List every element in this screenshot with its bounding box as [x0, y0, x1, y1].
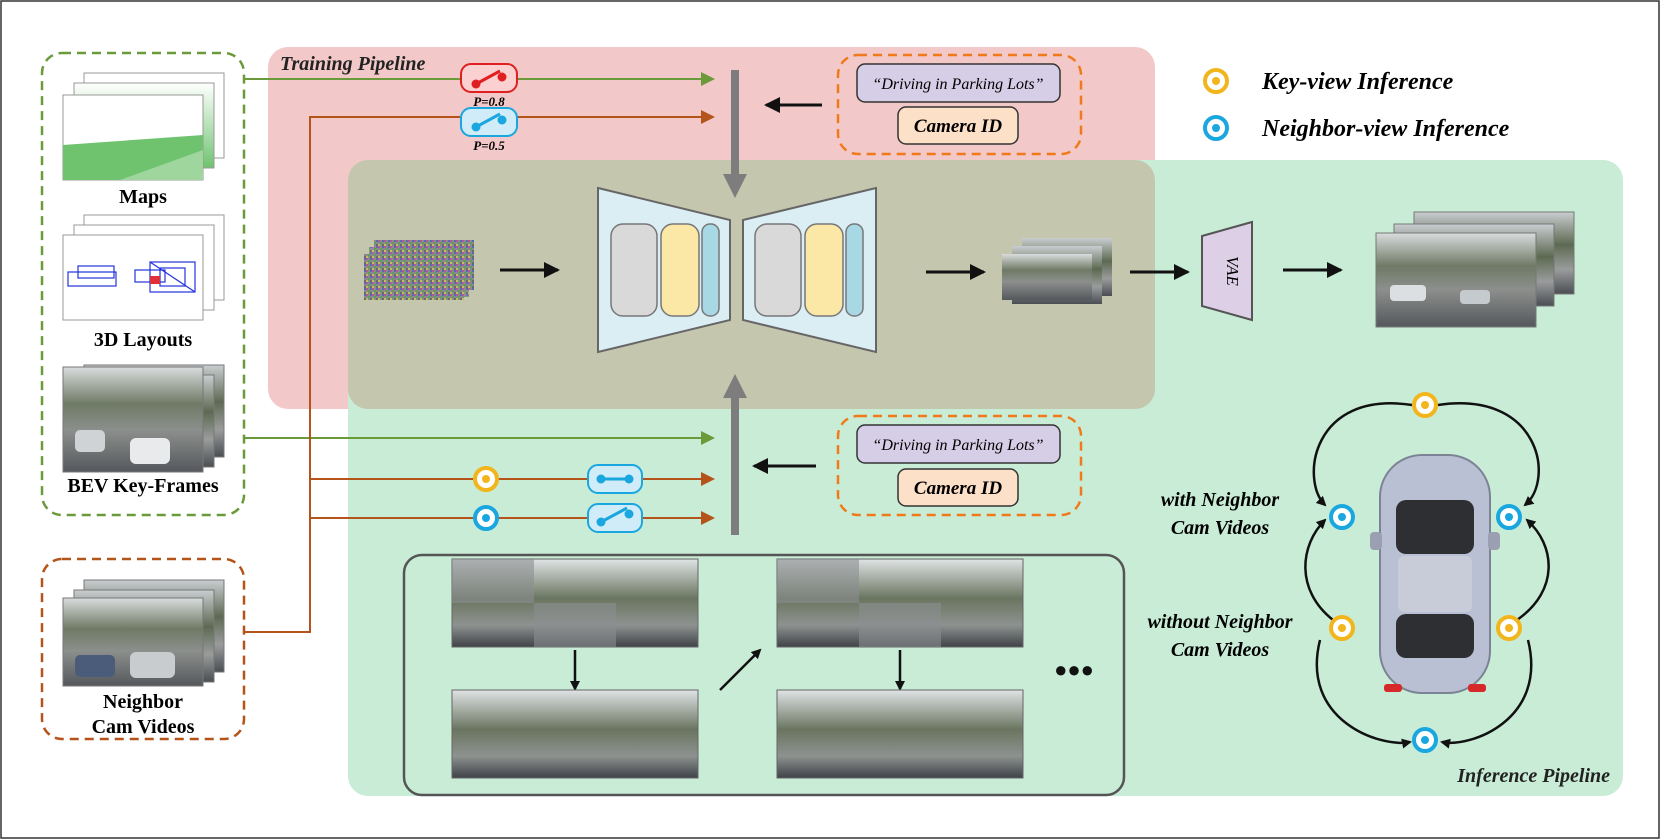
legend-neighbor-label: Neighbor-view Inference: [1261, 116, 1510, 142]
legend-key-label: Key-view Inference: [1261, 69, 1454, 95]
neighbor-box: [40, 557, 246, 741]
noise-latents: [364, 240, 474, 300]
maps-image-stack: [62, 72, 225, 181]
layouts-image-stack: [62, 214, 225, 321]
arc-front-right: [1437, 402, 1540, 507]
conditions-box: [40, 51, 246, 517]
car-neighbor-marker-right: [1496, 504, 1522, 530]
legend-key-marker: [1203, 68, 1229, 94]
arc-front-left: [1312, 402, 1413, 507]
car-neighbor-marker-rear: [1412, 727, 1438, 753]
arc-left-down: [1315, 639, 1412, 749]
multiview-frame-3: [776, 558, 1024, 648]
car-key-marker-left: [1329, 615, 1355, 641]
inference-pipeline-title: Inference Pipeline: [1456, 765, 1610, 787]
switch-open: [587, 503, 643, 533]
text-prompt-top: [856, 63, 1061, 103]
car-neighbor-marker-left: [1329, 504, 1355, 530]
text-prompt-top-label: “Driving in Parking Lots”: [872, 76, 1043, 93]
legend-neighbor-marker: [1203, 115, 1229, 141]
with-neighbor-label-1: with Neighbor: [1161, 489, 1280, 511]
multiview-frame-4: [776, 689, 1024, 779]
video-grid-panel: [402, 553, 1126, 797]
unet-model: [597, 186, 877, 354]
without-neighbor-label-2: Cam Videos: [1171, 639, 1270, 661]
vae-label: VAE: [1223, 256, 1242, 287]
without-neighbor-label-1: without Neighbor: [1147, 611, 1292, 633]
ellipsis: ●●●: [1054, 657, 1094, 682]
camera-id-top: [897, 106, 1019, 145]
latent-output: [1002, 238, 1112, 304]
maps-label: Maps: [119, 186, 167, 208]
arc-left-up: [1304, 518, 1334, 621]
with-neighbor-label-2: Cam Videos: [1171, 517, 1270, 539]
switch-blue-top: [460, 107, 518, 137]
keyframes-image-stack: [62, 364, 225, 473]
grid-arrow-diag: [719, 648, 762, 691]
car-key-marker-right: [1496, 615, 1522, 641]
arc-right-up: [1516, 518, 1550, 622]
keyframes-label: BEV Key-Frames: [67, 475, 218, 497]
key-view-marker-arrow: [473, 466, 499, 492]
camera-id-bottom: [897, 468, 1019, 507]
vae-block: [1201, 220, 1253, 322]
neighbor-view-marker-arrow: [473, 505, 499, 531]
layouts-label: 3D Layouts: [94, 329, 193, 351]
car-key-marker-front: [1412, 392, 1438, 418]
prompt-box-top: [836, 53, 1083, 156]
camera-id-top-label: Camera ID: [914, 116, 1002, 137]
camera-id-bottom-label: Camera ID: [914, 478, 1002, 499]
text-prompt-bottom-label: “Driving in Parking Lots”: [872, 437, 1043, 454]
neighbor-image-stack: [62, 579, 225, 687]
arc-right-down: [1440, 639, 1533, 749]
neighbor-label-2: Cam Videos: [92, 716, 195, 738]
multiview-frame-1: [451, 558, 699, 648]
car-illustration: [1370, 454, 1500, 694]
output-video-stack: [1375, 211, 1575, 328]
training-pipeline-title: Training Pipeline: [280, 53, 426, 75]
prompt-box-bottom: [836, 414, 1083, 517]
neighbor-label-1: Neighbor: [103, 691, 183, 713]
switch-red: [460, 63, 518, 93]
p-bottom-label: P=0.5: [473, 138, 505, 153]
multiview-frame-2: [451, 689, 699, 779]
switch-closed: [587, 464, 643, 494]
p-top-label: P=0.8: [473, 94, 505, 109]
text-prompt-bottom: [856, 424, 1061, 464]
